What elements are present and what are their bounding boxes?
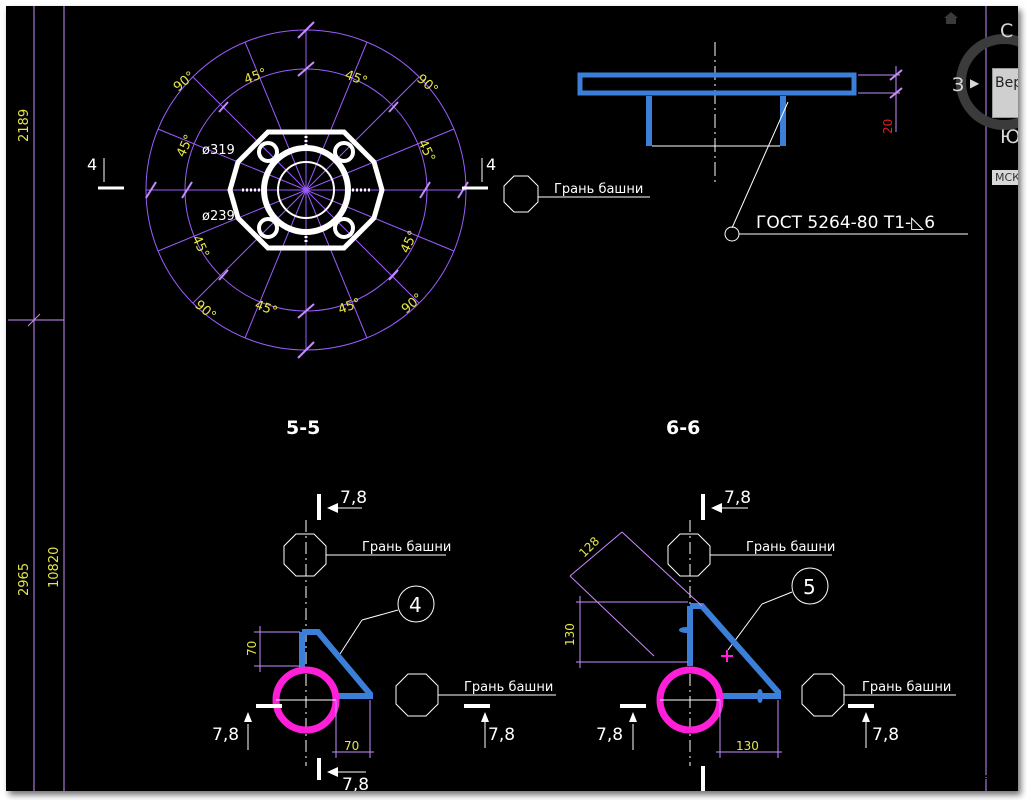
viewcube-west[interactable]: З bbox=[952, 74, 965, 96]
angle-label: 45° bbox=[343, 68, 370, 90]
dim-70-horizontal: 70 bbox=[344, 739, 359, 753]
left-scale bbox=[8, 6, 65, 791]
diameter-inner-label: ø239 bbox=[202, 209, 235, 224]
angle-label: 45° bbox=[253, 298, 280, 320]
angle-label: 45° bbox=[336, 296, 363, 318]
viewcube-compass-ring[interactable] bbox=[956, 34, 1018, 130]
dim-20: 20 bbox=[881, 119, 895, 134]
tower-face-top-6-6: Грань башни bbox=[746, 540, 835, 555]
section-mark-right: 4 bbox=[486, 155, 496, 174]
side-detail-view bbox=[577, 42, 968, 242]
section-mark-left: 4 bbox=[87, 155, 97, 174]
dim-bottom-5-5: 7,8 bbox=[342, 775, 369, 791]
tower-face-label: Грань башни bbox=[554, 182, 643, 197]
tower-face-right-6-6: Грань башни bbox=[862, 680, 951, 695]
dim-128: 128 bbox=[576, 534, 602, 560]
weld-note: ГОСТ 5264-80 Т1-◺6 bbox=[756, 213, 935, 233]
drawing-canvas[interactable]: 2189 2965 10820 bbox=[6, 6, 1018, 791]
viewcube-south[interactable]: Ю bbox=[1000, 126, 1018, 148]
dim-top-5-5: 7,8 bbox=[340, 488, 367, 508]
angle-label: 90° bbox=[191, 298, 218, 324]
section-5-5 bbox=[244, 494, 556, 780]
diameter-outer-label: ø319 bbox=[202, 143, 235, 158]
section-title-6-6: 6-6 bbox=[666, 417, 700, 439]
watermark: DOMSOVETOV.BY bbox=[900, 766, 1005, 780]
dim-10820: 10820 bbox=[47, 547, 62, 588]
callout-5: 5 bbox=[803, 575, 816, 599]
angle-label: 90° bbox=[399, 291, 426, 317]
viewcube-top-button[interactable]: Вер bbox=[992, 68, 1018, 118]
angle-label: 45° bbox=[414, 137, 437, 164]
dim-right-6-6: 7,8 bbox=[872, 725, 899, 745]
section-title-5-5: 5-5 bbox=[286, 417, 320, 439]
dim-130-horizontal: 130 bbox=[736, 739, 759, 753]
home-icon[interactable] bbox=[944, 12, 958, 24]
chevron-right-icon: ▶ bbox=[970, 76, 980, 90]
dim-70-vertical: 70 bbox=[245, 641, 259, 656]
dim-2189: 2189 bbox=[17, 109, 32, 142]
callout-4: 4 bbox=[409, 593, 422, 617]
angle-label: 45° bbox=[242, 66, 269, 88]
tower-face-top-5-5: Грань башни bbox=[362, 540, 451, 555]
dim-left-6-6: 7,8 bbox=[596, 725, 623, 745]
tower-face-right-5-5: Грань башни bbox=[464, 680, 553, 695]
wcs-menu[interactable]: МСК bbox=[992, 170, 1018, 185]
flange-plan-view bbox=[98, 21, 650, 359]
cad-viewport[interactable]: 2189 2965 10820 bbox=[6, 6, 1018, 791]
angle-label: 45° bbox=[188, 233, 211, 260]
dim-130-vertical: 130 bbox=[563, 623, 577, 646]
dim-2965: 2965 bbox=[17, 563, 32, 596]
angle-label: 45° bbox=[398, 228, 421, 255]
dim-left-5-5: 7,8 bbox=[212, 725, 239, 745]
dim-top-6-6: 7,8 bbox=[724, 488, 751, 508]
angle-label: 90° bbox=[171, 69, 198, 95]
dim-right-5-5: 7,8 bbox=[488, 725, 515, 745]
viewcube-north[interactable]: С bbox=[1000, 20, 1014, 42]
viewcube[interactable]: С З ▶ Ю Вер МСК bbox=[944, 20, 1018, 190]
section-6-6 bbox=[569, 494, 956, 791]
